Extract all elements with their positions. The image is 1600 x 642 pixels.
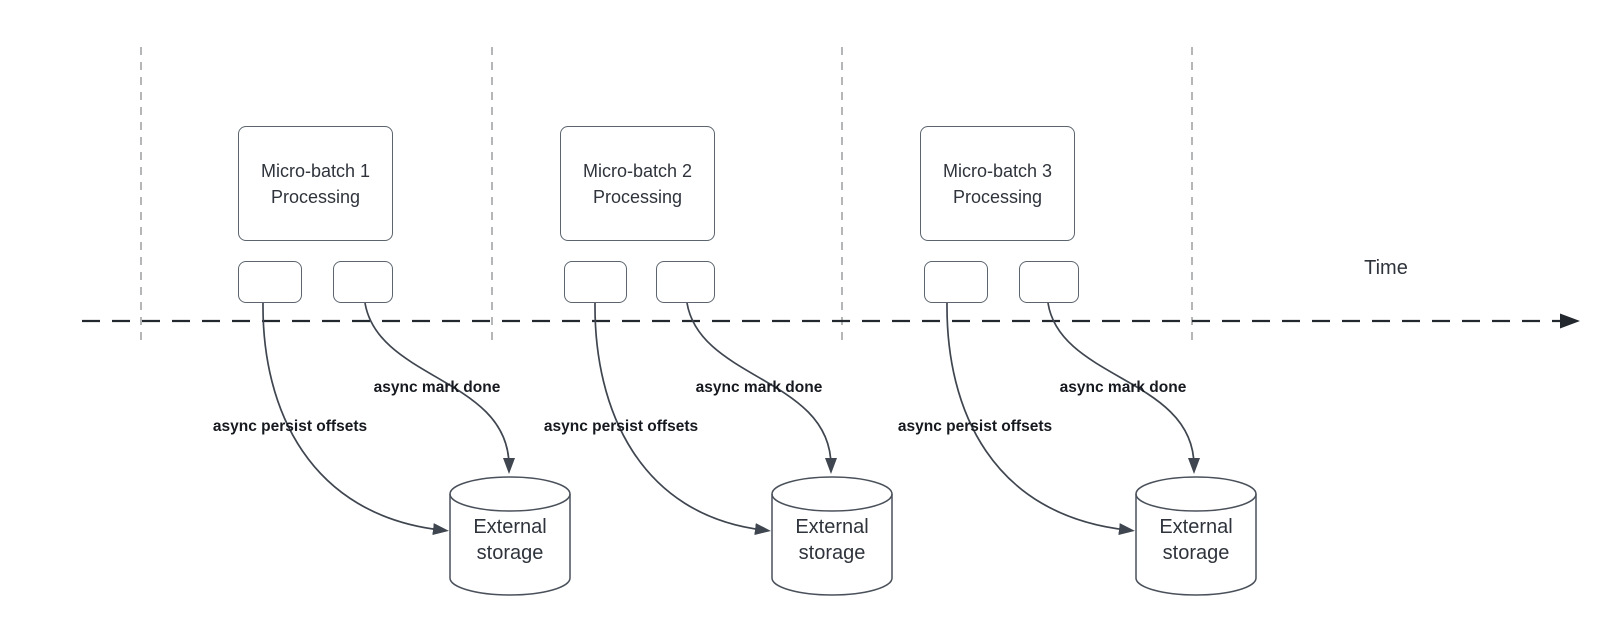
external-storage-3-label: External storage xyxy=(1159,516,1233,564)
microbatch-2-offset-task-box xyxy=(564,261,627,303)
persist-offsets-arrow-3 xyxy=(946,302,1135,536)
storage-cylinders xyxy=(449,476,1257,596)
microbatch-2-done-task-box xyxy=(656,261,715,303)
mark-done-arrow-3 xyxy=(1047,302,1200,474)
microbatch-3-persist-offsets-label: async persist offsets xyxy=(897,418,1053,435)
external-storage-1-label: External storage xyxy=(473,516,547,564)
microbatch-2-persist-offsets-label: async persist offsets xyxy=(543,418,699,435)
persist-offsets-arrow-1 xyxy=(262,302,449,536)
persist-offsets-arrow-2 xyxy=(594,302,771,535)
time-axis-label: Time xyxy=(1364,257,1408,279)
microbatch-2-process-box: Micro-batch 2 Processing xyxy=(560,126,715,241)
microbatch-3-process-label: Micro-batch 3 Processing xyxy=(942,160,1053,207)
microbatch-1-done-task-box xyxy=(333,261,393,303)
batch-boundary-guides xyxy=(140,47,1193,340)
mark-done-arrow-1 xyxy=(364,302,515,474)
storage-cylinder-1 xyxy=(449,476,571,596)
microbatch-1-process-box: Micro-batch 1 Processing xyxy=(238,126,393,241)
microbatch-3-offset-task-box xyxy=(924,261,988,303)
external-storage-2-label: External storage xyxy=(795,516,869,564)
microbatch-1-mark-done-label: async mark done xyxy=(373,379,501,396)
microbatch-2-mark-done-label: async mark done xyxy=(695,379,823,396)
microbatch-3-mark-done-label: async mark done xyxy=(1059,379,1187,396)
async-edges xyxy=(262,302,1200,536)
microbatch-3-process-box: Micro-batch 3 Processing xyxy=(920,126,1075,241)
microbatch-2-process-label: Micro-batch 2 Processing xyxy=(582,160,693,207)
storage-cylinder-3 xyxy=(1135,476,1257,596)
microbatch-3-done-task-box xyxy=(1019,261,1079,303)
microbatch-1-offset-task-box xyxy=(238,261,302,303)
mark-done-arrow-2 xyxy=(686,302,837,474)
microbatch-1-process-label: Micro-batch 1 Processing xyxy=(260,160,371,207)
microbatch-1-persist-offsets-label: async persist offsets xyxy=(212,418,368,435)
storage-cylinder-2 xyxy=(771,476,893,596)
